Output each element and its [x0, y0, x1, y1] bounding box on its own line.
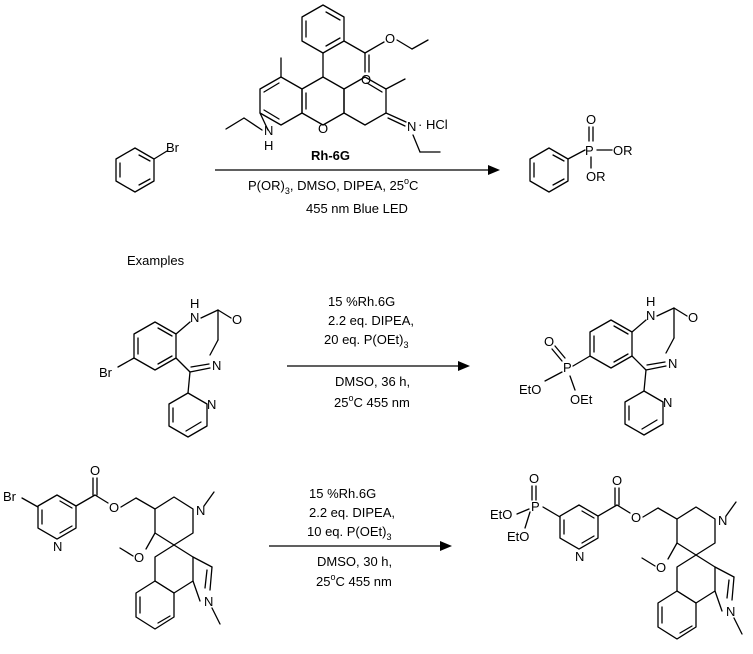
- product-or2-label: OR: [586, 169, 606, 184]
- ex2-product-ome-o-label: O: [656, 560, 666, 575]
- phosphonate-product-structure: P O OR OR: [529, 112, 633, 193]
- ex2-conditions-line2: 2.2 eq. DIPEA,: [309, 505, 395, 520]
- example2-product-structure: EtO EtO P O N O O N O N: [490, 471, 743, 640]
- ex2-product-o-label: O: [529, 471, 539, 486]
- ex2-conditions-line4: DMSO, 30 h,: [317, 554, 392, 569]
- ex1-o-label: O: [232, 312, 242, 327]
- example2-reaction-arrow: [269, 541, 452, 551]
- main-reaction-arrow: [215, 165, 500, 175]
- ex2-ome-o-label: O: [134, 550, 144, 565]
- example1-reaction-arrow: [287, 361, 470, 371]
- ex2-product-p-label: P: [531, 499, 540, 514]
- ex1-product-pyridine-n-label: N: [663, 395, 672, 410]
- imine-n-label: N: [407, 119, 416, 134]
- ex2-conditions-line1: 15 %Rh.6G: [309, 486, 376, 501]
- ex2-pyridine-n-label: N: [53, 539, 62, 554]
- main-conditions-line2: 455 nm Blue LED: [306, 201, 408, 216]
- rh6g-hcl-label: · HCl: [418, 117, 448, 132]
- ester-o-label: O: [385, 31, 395, 46]
- ex2-product-ester-o-label: O: [631, 510, 641, 525]
- ex1-conditions-line1: 15 %Rh.6G: [328, 294, 395, 309]
- example2-reactant-structure: Br N O O N O N: [3, 463, 221, 630]
- bromobenzene-br-label: Br: [166, 140, 180, 155]
- nh-h-label: H: [264, 138, 273, 153]
- product-p-label: P: [585, 143, 594, 158]
- ex2-product-pyridine-n-label: N: [575, 549, 584, 564]
- ex1-product-o-label: O: [544, 334, 554, 349]
- product-o-label: O: [586, 112, 596, 127]
- ex2-product-carbonyl-o-label: O: [612, 473, 622, 488]
- example1-reactant-structure: Br N H O N N: [99, 296, 242, 438]
- ex1-product-eto-label: EtO: [519, 382, 541, 397]
- ex1-product-n1-label: N: [646, 308, 655, 323]
- example1-product-structure: P O EtO OEt N H O N N: [519, 294, 698, 436]
- ester-carbonyl-o-label: O: [361, 72, 371, 87]
- ex1-conditions-line3: 20 eq. P(OEt)3: [324, 332, 409, 350]
- ex1-h-label: H: [190, 296, 199, 311]
- ex1-product-h-label: H: [646, 294, 655, 309]
- ex1-pyridine-n-label: N: [207, 397, 216, 412]
- ex1-br-label: Br: [99, 365, 113, 380]
- ex1-product-o2-label: O: [688, 310, 698, 325]
- ex1-n1-label: N: [190, 310, 199, 325]
- ex2-piperidine-n-label: N: [196, 503, 205, 518]
- ex1-product-n2-label: N: [668, 356, 677, 371]
- ex2-product-piperidine-n-label: N: [718, 513, 727, 528]
- rh6g-name-label: Rh-6G: [311, 148, 350, 163]
- main-conditions-line1: P(OR)3, DMSO, DIPEA, 25oC: [248, 176, 418, 196]
- ex2-indole-n-label: N: [204, 594, 213, 609]
- ex1-n2-label: N: [212, 358, 221, 373]
- nh-n-label: N: [264, 123, 273, 138]
- ex1-product-oet-label: OEt: [570, 392, 593, 407]
- ex1-conditions-line4: DMSO, 36 h,: [335, 374, 410, 389]
- ex1-product-p-label: P: [563, 360, 572, 375]
- ex2-product-eto1-label: EtO: [490, 507, 512, 522]
- product-or1-label: OR: [613, 143, 633, 158]
- examples-label: Examples: [127, 253, 185, 268]
- ex2-conditions-line5: 25oC 455 nm: [316, 572, 392, 589]
- bromobenzene-structure: Br: [115, 140, 180, 193]
- ex2-ester-o-label: O: [109, 500, 119, 515]
- ex2-product-indole-n-label: N: [726, 604, 735, 619]
- ex2-product-eto2-label: EtO: [507, 529, 529, 544]
- xanthene-o-label: O: [318, 121, 328, 136]
- ex2-br-label: Br: [3, 489, 17, 504]
- ex2-conditions-line3: 10 eq. P(OEt)3: [307, 524, 392, 542]
- ex1-conditions-line5: 25oC 455 nm: [334, 393, 410, 410]
- rh6g-catalyst-structure: O O O N H N · HCl Rh-6G: [225, 4, 448, 163]
- ex1-conditions-line2: 2.2 eq. DIPEA,: [328, 313, 414, 328]
- ex2-carbonyl-o-label: O: [90, 463, 100, 478]
